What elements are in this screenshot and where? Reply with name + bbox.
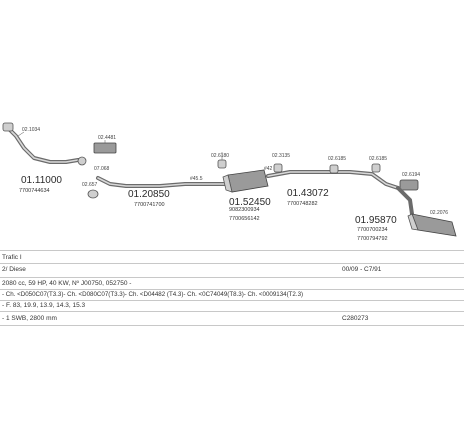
- rear-pipe: [266, 163, 400, 190]
- front-pipe-oe: 7700744634: [19, 188, 50, 194]
- rear-silencer-number: 01.95870: [355, 215, 397, 226]
- catalyst-part: [217, 152, 269, 193]
- table-line-2: [0, 277, 464, 278]
- production-years: 00/09 - C7/91: [342, 266, 382, 273]
- front-pipe-number: 01.11000: [21, 175, 62, 186]
- model-name: Trafic I: [2, 254, 22, 261]
- gasket-box-part: [77, 156, 87, 166]
- clamp-box-label: 02.4481: [98, 135, 116, 141]
- middle-pipe-number: 01.20850: [128, 189, 170, 200]
- table-line-5: [0, 311, 464, 312]
- rear-pipe-oe: 7700748282: [287, 201, 318, 207]
- table-bottom-line: [0, 325, 464, 326]
- rear-silencer-part: [396, 186, 457, 237]
- tail-clamp-label: 02.2076: [430, 210, 448, 216]
- engine-spec: 2080 cc, 59 HP, 40 KW, Nº J00750, 052750…: [2, 280, 132, 287]
- body-spec: - 1 SWB, 2800 mm: [2, 315, 57, 322]
- front-pipe: [2, 122, 80, 164]
- table-line-4: [0, 300, 464, 301]
- catalyst-oe-1: 9082300934: [229, 207, 260, 213]
- table-line-1: [0, 263, 464, 264]
- hanger-b-label: 02.3135: [272, 153, 290, 159]
- engine-type: 2/ Diese: [2, 266, 26, 273]
- fuel-spec: - F. 83, 19.9, 13.9, 14.3, 15.3: [2, 302, 86, 309]
- hanger-a-label: 02.6180: [211, 153, 229, 159]
- catalog-code: C280273: [342, 315, 369, 322]
- clamp-box-part: [93, 140, 117, 154]
- clamp-right-label: 02.6194: [402, 172, 420, 178]
- gasket-box-label: 07.068: [94, 166, 110, 172]
- gasket-small-part: [87, 189, 99, 199]
- hanger-c-label: 02.6185: [328, 156, 346, 162]
- catalyst-number: 01.52450: [229, 197, 271, 208]
- middle-pipe: [96, 176, 230, 188]
- table-line-3: [0, 289, 464, 290]
- rear-pipe-number: 01.43072: [287, 188, 329, 199]
- dimension-42-label: #42: [264, 166, 273, 172]
- hanger-d-label: 02.6185: [369, 156, 387, 162]
- chassis-spec: - Ch. <D050C07(T3.3)- Ch. <D080C07(T3.3)…: [2, 291, 304, 298]
- middle-pipe-oe: 7700741700: [134, 202, 165, 208]
- rear-silencer-oe-1: 7700700234: [357, 227, 388, 233]
- clamp-right-part: [399, 179, 419, 191]
- clamp-left-label: 02.1034: [22, 127, 40, 133]
- table-top-line: [0, 250, 464, 251]
- dimension-45-label: #45.5: [190, 176, 203, 182]
- rear-silencer-oe-2: 7700794792: [357, 236, 388, 242]
- catalyst-oe-2: 7700656142: [229, 216, 260, 222]
- gasket-small-label: 02.657: [82, 182, 98, 188]
